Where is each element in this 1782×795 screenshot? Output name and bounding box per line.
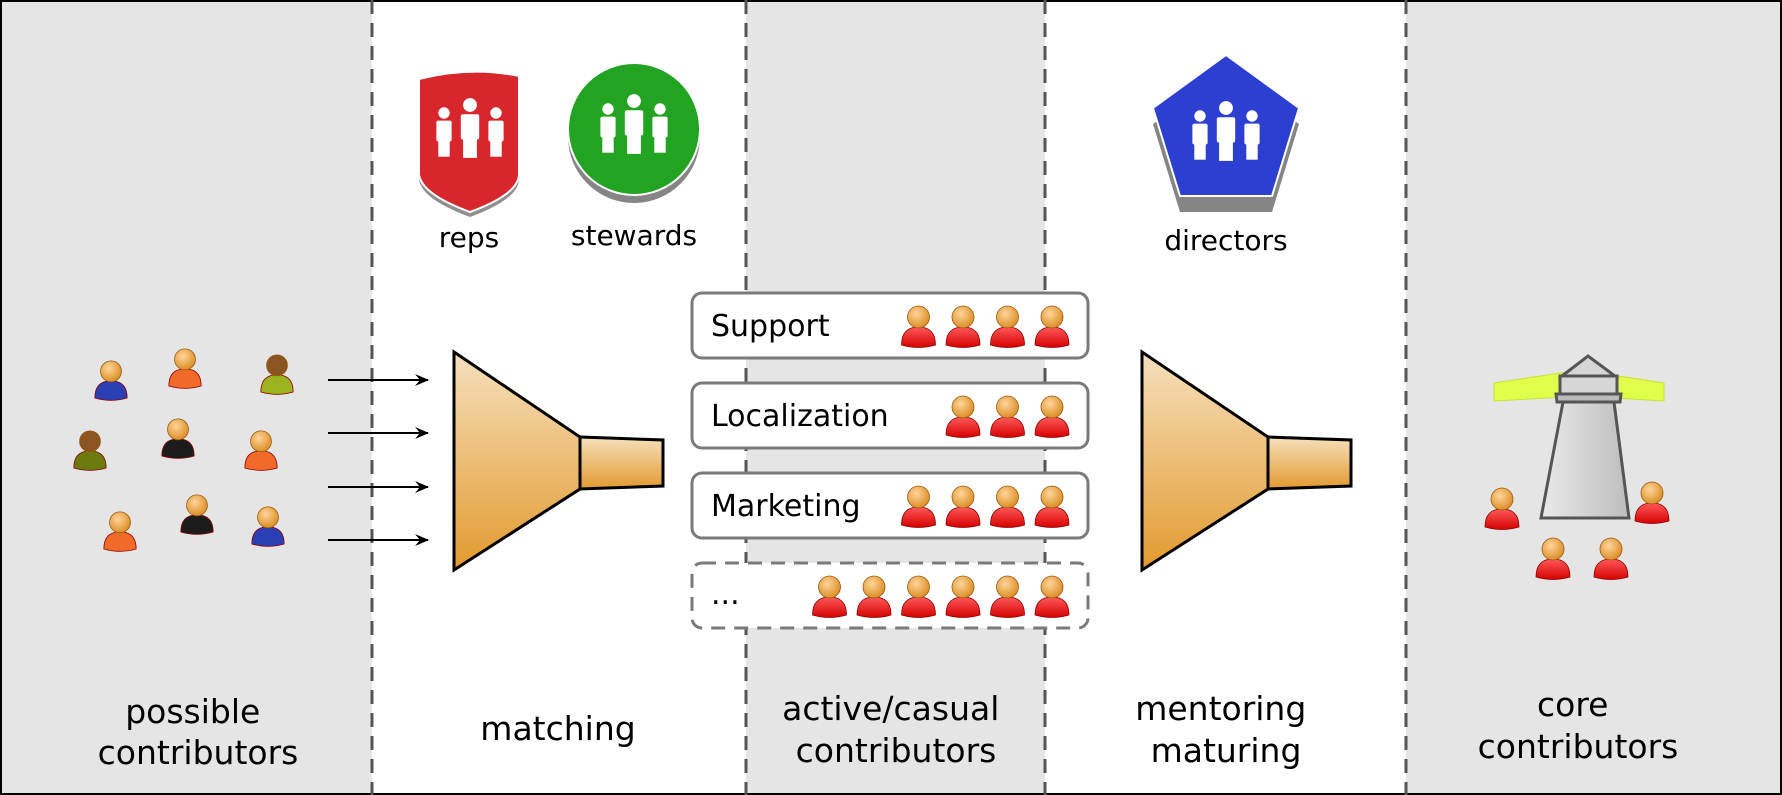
person-icon (812, 575, 847, 618)
team-more: ... (690, 561, 1090, 630)
person-icon (168, 348, 202, 389)
stewards-circle-icon (567, 62, 701, 203)
core-label-line1: core (1537, 685, 1608, 724)
team-members (812, 575, 1070, 618)
person-icon (901, 485, 936, 528)
column-labels: possible contributors matching active/ca… (98, 685, 1679, 772)
person-icon (945, 485, 981, 528)
team-members (945, 395, 1070, 438)
person-icon (161, 418, 195, 459)
matching-label: matching (480, 709, 635, 748)
possible-label-line2: contributors (98, 733, 299, 772)
person-icon (901, 305, 936, 348)
person-icon (901, 575, 936, 618)
reps-shield-icon (418, 70, 520, 217)
person-icon (945, 305, 981, 348)
team-members (901, 485, 1070, 528)
possible-contributors-crowd (73, 348, 294, 552)
matching-funnel (452, 349, 665, 573)
active-label-line1: active/casual (782, 689, 999, 728)
person-icon (856, 575, 892, 618)
person-icon (1034, 485, 1070, 528)
person-icon (990, 305, 1025, 348)
team-members (901, 305, 1070, 348)
team-localization: Localization (690, 381, 1090, 450)
reps-badge: reps (418, 70, 520, 254)
team-list: Support Localization Marketing ... (690, 291, 1090, 630)
directors-pentagon-icon (1151, 53, 1301, 212)
person-icon (1634, 481, 1670, 524)
team-support: Support (690, 291, 1090, 360)
person-icon (945, 575, 981, 618)
person-icon (94, 360, 128, 401)
mentoring-label: mentoring maturing (1135, 689, 1317, 770)
mentoring-funnel (1140, 349, 1353, 573)
lighthouse-icon (1493, 354, 1665, 520)
stewards-label: stewards (571, 219, 697, 252)
mentoring-label-line1: mentoring (1135, 689, 1306, 728)
person-icon (1593, 537, 1629, 580)
mentoring-label-line2: maturing (1151, 731, 1302, 770)
reps-label: reps (439, 221, 499, 254)
active-contributors-label: active/casual contributors (782, 689, 1010, 770)
person-icon (260, 354, 294, 395)
person-icon (244, 430, 278, 471)
person-icon (1034, 395, 1070, 438)
person-icon (1484, 487, 1520, 530)
directors-label: directors (1164, 224, 1287, 257)
person-icon (990, 395, 1025, 438)
team-label: Marketing (711, 489, 861, 524)
arrows (328, 374, 429, 546)
core-contributors-label: core contributors (1478, 685, 1679, 766)
team-label: ... (711, 577, 740, 612)
person-icon (1535, 537, 1571, 580)
person-icon (1034, 575, 1070, 618)
team-label: Localization (711, 399, 889, 434)
team-marketing: Marketing (690, 471, 1090, 540)
person-icon (251, 506, 285, 547)
directors-badge: directors (1151, 53, 1301, 257)
active-label-line2: contributors (796, 731, 997, 770)
person-icon (1034, 305, 1070, 348)
person-icon (180, 494, 214, 535)
person-icon (990, 485, 1025, 528)
possible-label-line1: possible (125, 692, 260, 731)
person-icon (945, 395, 981, 438)
core-label-line2: contributors (1478, 727, 1679, 766)
person-icon (73, 430, 107, 471)
person-icon (990, 575, 1025, 618)
stewards-badge: stewards (567, 62, 701, 252)
team-label: Support (711, 309, 830, 344)
person-icon (103, 511, 137, 552)
core-contributors-people (1484, 481, 1670, 580)
possible-contributors-label: possible contributors (98, 692, 299, 772)
